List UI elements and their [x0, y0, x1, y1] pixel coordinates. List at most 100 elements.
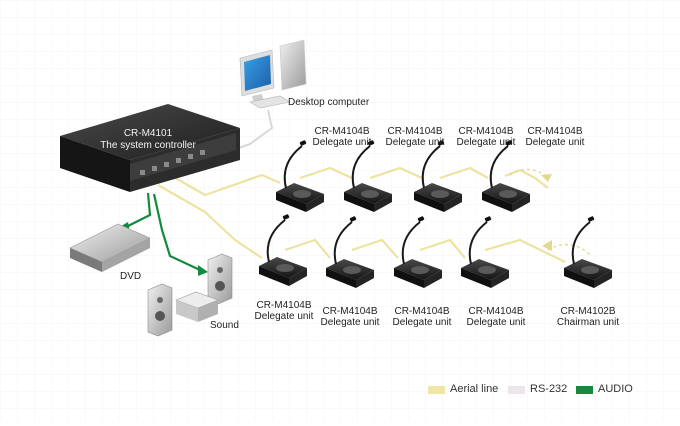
top-unit-label: CR-M4104B Delegate unit: [457, 126, 516, 148]
unit-name: Delegate unit: [254, 311, 314, 322]
top-unit-label: CR-M4104B Delegate unit: [313, 126, 372, 148]
bottom-unit-label: CR-M4104B Delegate unit: [255, 300, 314, 322]
desktop-computer-device: [239, 39, 307, 109]
computer-label: Desktop computer: [288, 97, 370, 108]
gooseneck-mic: [489, 145, 509, 189]
bottom-unit-label: CR-M4104B Delegate unit: [467, 306, 526, 328]
unit-base-side: [289, 268, 307, 286]
delegate-unit: [344, 140, 392, 212]
controller-model-label: CR-M4101: [123, 128, 173, 139]
delegate-unit: [414, 140, 462, 212]
unit-base-side: [306, 194, 324, 212]
chairman-unit-label: CR-M4102B Chairman unit: [557, 306, 619, 328]
speaker-grille: [411, 266, 429, 274]
aerial-line-top: [439, 166, 489, 180]
mic-head: [484, 216, 492, 222]
delegate-unit: [482, 140, 530, 212]
unit-base-front: [564, 268, 594, 288]
aerial-line-top: [299, 166, 353, 180]
aerial-line-top: [504, 168, 549, 189]
unit-model: CR-M4102B: [560, 306, 616, 317]
unit-base-side: [512, 194, 530, 212]
aerial-line-bottom: [351, 238, 399, 259]
legend-swatch-aerial: [428, 386, 445, 394]
gooseneck-mic: [401, 221, 421, 265]
controller-name-label: The system controller: [100, 140, 196, 151]
gooseneck-mic: [266, 219, 286, 263]
delegate-unit: [326, 216, 374, 288]
delegate-unit: [276, 140, 324, 212]
unit-name: Delegate unit: [466, 317, 526, 328]
gooseneck-mic: [351, 145, 371, 189]
speaker-grille: [581, 266, 599, 274]
unit-model: CR-M4104B: [387, 126, 443, 137]
aerial-line-bottom: [284, 238, 331, 259]
aerial-lines: [157, 166, 566, 263]
bottom-unit-label: CR-M4104B Delegate unit: [321, 306, 380, 328]
aerial-line-bottom: [419, 238, 466, 259]
unit-model: CR-M4104B: [527, 126, 583, 137]
unit-model: CR-M4104B: [322, 306, 378, 317]
legend-label-rs232: RS-232: [530, 383, 568, 395]
aerial-arrow: [542, 240, 552, 251]
mic-head: [349, 216, 357, 222]
audio-arrow: [198, 265, 208, 276]
audio-line: [152, 193, 201, 271]
dvd-label: DVD: [120, 271, 142, 282]
unit-base-side: [424, 270, 442, 288]
unit-name: Delegate unit: [385, 137, 445, 148]
mic-head: [367, 140, 375, 146]
unit-base-front: [414, 192, 444, 212]
audio-lines: [127, 192, 201, 271]
aerial-line-top: [164, 171, 281, 197]
gooseneck-mic: [571, 221, 591, 265]
mic-head: [299, 140, 307, 146]
legend-label-aerial: Aerial line: [450, 383, 499, 395]
unit-base-front: [259, 266, 289, 286]
top-unit-label: CR-M4104B Delegate unit: [526, 126, 585, 148]
unit-base-front: [461, 268, 491, 288]
unit-model: CR-M4104B: [458, 126, 514, 137]
unit-base-front: [482, 192, 512, 212]
unit-model: CR-M4104B: [468, 306, 524, 317]
unit-base-side: [594, 270, 612, 288]
aerial-arrow: [541, 174, 552, 182]
unit-name: Delegate unit: [525, 137, 585, 148]
speaker-grille: [276, 264, 294, 272]
units-group: [259, 140, 612, 288]
sound-device: [147, 253, 233, 337]
unit-base-front: [276, 192, 306, 212]
aerial-line-bottom: [484, 238, 566, 263]
speaker-grille: [478, 266, 496, 274]
delegate-unit: [394, 216, 442, 288]
unit-base-front: [344, 192, 374, 212]
aerial-line-top: [369, 166, 423, 180]
mic-head: [282, 214, 290, 220]
unit-model: CR-M4104B: [394, 306, 450, 317]
unit-base-front: [326, 268, 356, 288]
legend-swatch-audio: [576, 386, 593, 394]
mic-head: [437, 140, 445, 146]
speaker-grille: [431, 190, 449, 198]
gooseneck-mic: [333, 221, 353, 265]
unit-model: CR-M4104B: [314, 126, 370, 137]
legend-swatch-rs232: [508, 386, 525, 394]
delegate-unit: [259, 214, 307, 286]
unit-base-side: [444, 194, 462, 212]
sound-label: Sound: [210, 320, 239, 331]
audio-line: [127, 192, 152, 227]
delegate-unit: [461, 216, 509, 288]
speaker-grille: [293, 190, 311, 198]
aerial-line-bottom: [157, 184, 263, 259]
unit-base-side: [374, 194, 392, 212]
unit-name: Delegate unit: [320, 317, 380, 328]
chairman-unit: [564, 216, 612, 288]
speaker-grille: [361, 190, 379, 198]
unit-model: CR-M4104B: [256, 300, 312, 311]
gooseneck-mic: [421, 145, 441, 189]
bottom-unit-label: CR-M4104B Delegate unit: [393, 306, 452, 328]
mic-head: [587, 216, 595, 222]
